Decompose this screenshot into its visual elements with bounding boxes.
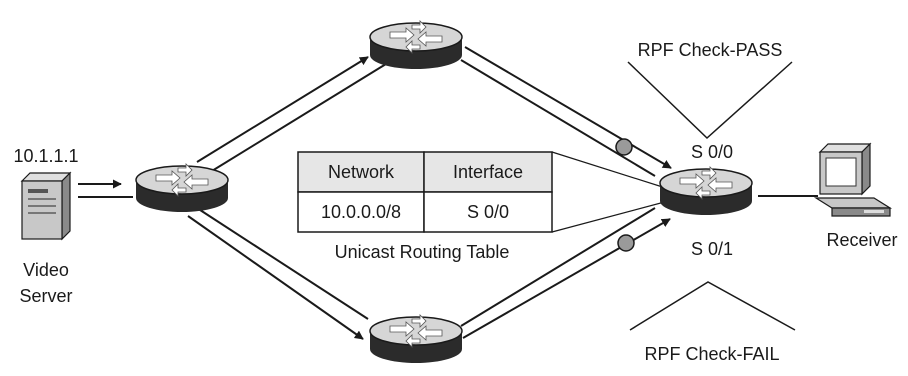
router-receiver xyxy=(659,166,753,216)
table-header-interface: Interface xyxy=(453,162,523,182)
path-upper xyxy=(196,46,672,177)
table-callout-line-bottom xyxy=(551,199,673,233)
unicast-routing-table: Network Interface 10.0.0.0/8 S 0/0 Unica… xyxy=(297,151,553,262)
arrow-upper-router-to-receiver-router xyxy=(464,46,672,169)
rpf-fail-callout-lines xyxy=(629,281,796,331)
arrow-source-to-lower-router xyxy=(187,215,364,340)
link-source-lower xyxy=(196,207,369,320)
routing-table-caption: Unicast Routing Table xyxy=(335,242,510,262)
arrow-source-to-upper-router xyxy=(196,56,369,163)
server-label-line2: Server xyxy=(19,286,72,306)
interface-label-s00: S 0/0 xyxy=(691,142,733,162)
router-source xyxy=(135,163,229,213)
router-upper xyxy=(369,20,463,70)
rpf-marker-s00 xyxy=(615,138,633,156)
link-upper-receiver-router xyxy=(460,59,656,177)
rpf-pass-callout-lines xyxy=(627,61,793,140)
link-source-upper xyxy=(206,63,387,175)
server-label-line1: Video xyxy=(23,260,69,280)
table-callout-line-top xyxy=(551,151,673,191)
interface-label-s01: S 0/1 xyxy=(691,239,733,259)
source-ip-label: 10.1.1.1 xyxy=(13,146,78,166)
table-cell-interface-value xyxy=(423,191,553,233)
receiver-computer xyxy=(813,142,893,217)
arrow-lower-router-to-receiver-router xyxy=(462,218,671,339)
table-row-interface: S 0/0 xyxy=(467,202,509,222)
path-lower xyxy=(187,207,671,340)
receiver-label: Receiver xyxy=(826,230,897,250)
link-lower-receiver-router xyxy=(460,207,656,327)
rpf-fail-label: RPF Check-FAIL xyxy=(644,344,779,364)
rpf-pass-label: RPF Check-PASS xyxy=(638,40,783,60)
table-row-network: 10.0.0.0/8 xyxy=(321,202,401,222)
table-cell-network-value xyxy=(297,191,425,233)
video-server xyxy=(20,171,72,241)
rpf-marker-s01 xyxy=(617,234,635,252)
table-header-network: Network xyxy=(328,162,395,182)
router-lower xyxy=(369,314,463,364)
